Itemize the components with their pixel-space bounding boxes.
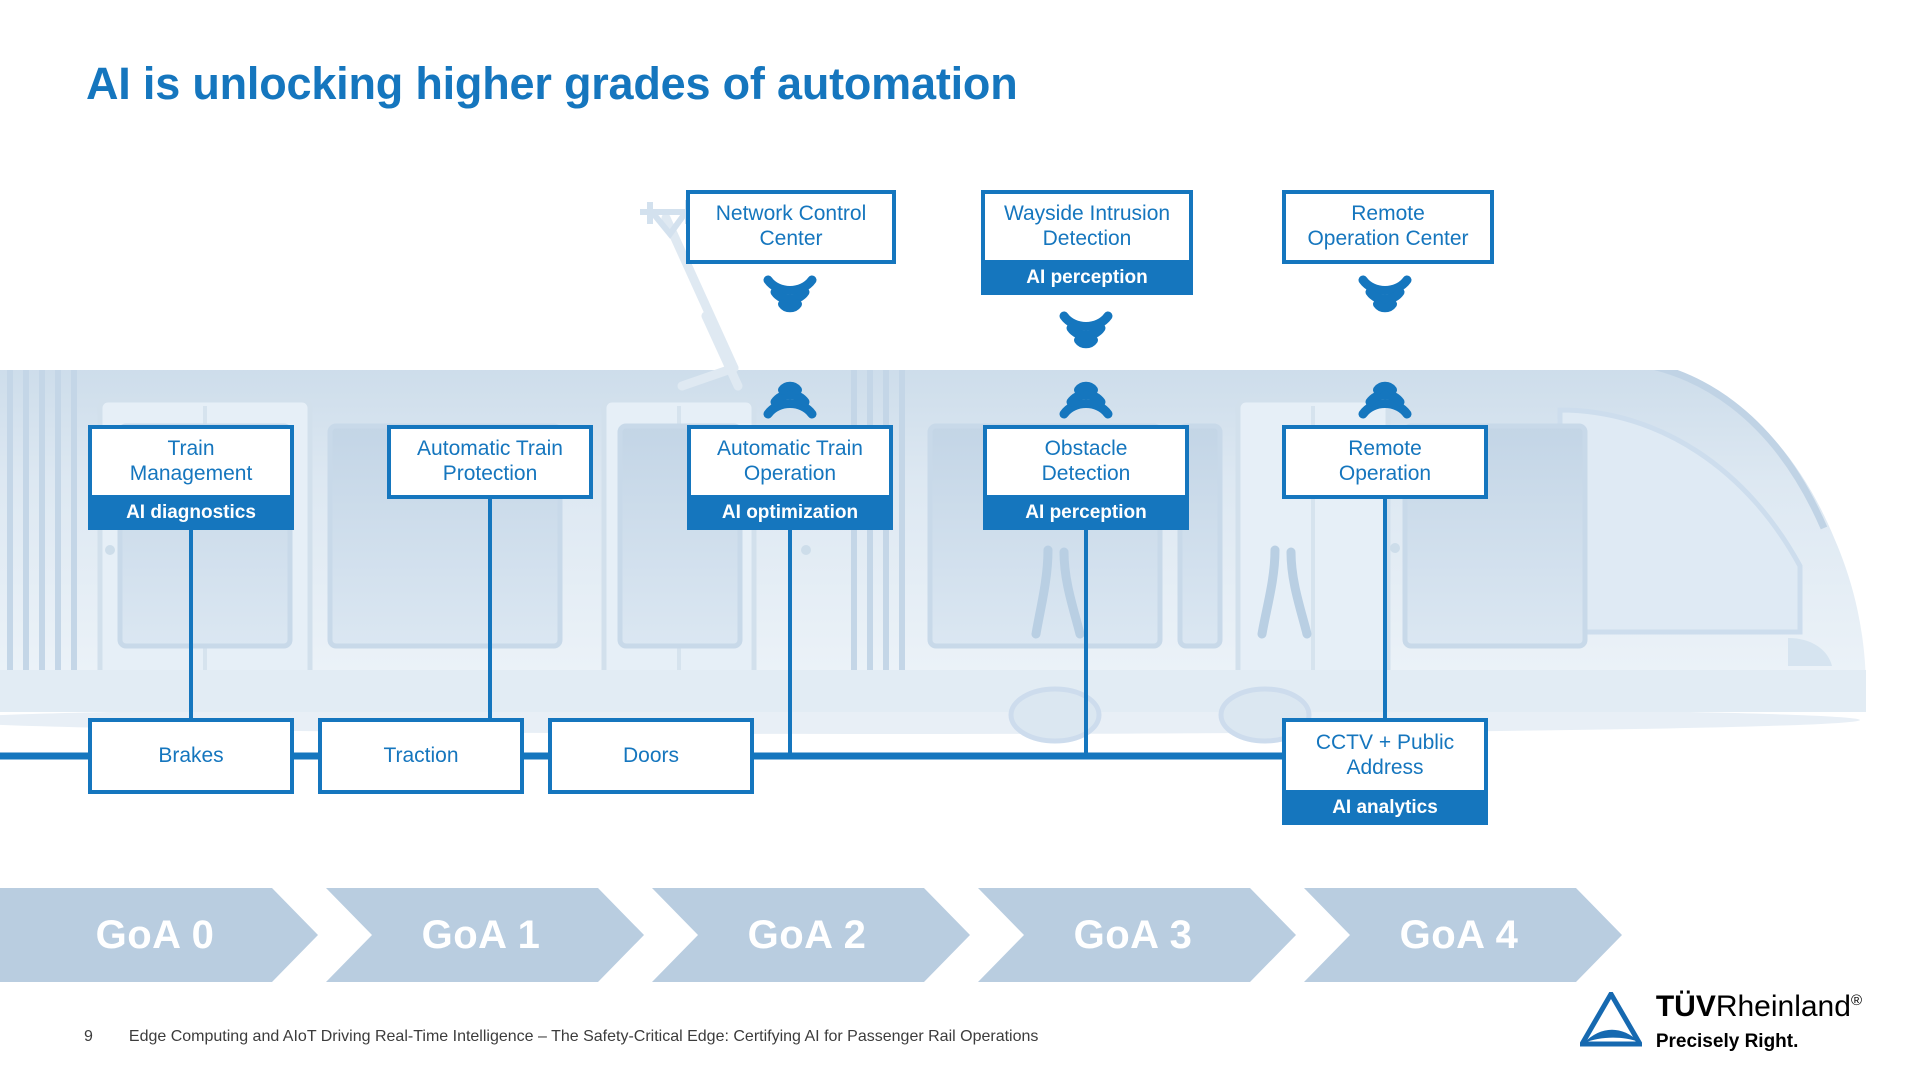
node-automatic-train-operation-label: Automatic Train Operation [687,425,893,499]
footer-text: Edge Computing and AIoT Driving Real-Tim… [128,1028,1039,1045]
badge-obstacle-detection: AI perception [983,499,1189,530]
goa-segment-3[interactable]: GoA 3 [978,888,1296,982]
goa-segment-4[interactable]: GoA 4 [1304,888,1622,982]
goa-progression-bar: GoA 0 GoA 1 GoA 2 GoA 3 GoA 4 [0,888,1622,982]
goa-segment-2-label: GoA 2 [747,912,867,957]
downlink-wifi-icon-network-control-center [760,272,820,316]
downlink-wifi-icon-wayside-intrusion-detection [1056,308,1116,352]
tuv-tagline: Precisely Right. [1655,1031,1799,1052]
node-remote-operation-label: Remote Operation [1282,425,1488,499]
node-network-control-center-label: Network Control Center [686,190,896,264]
node-doors[interactable]: Doors [548,718,754,794]
node-automatic-train-protection-label: Automatic Train Protection [387,425,593,499]
tuv-rheinland-logo: TÜVRheinland® Precisely Right. [1579,992,1862,1053]
node-brakes[interactable]: Brakes [88,718,294,794]
tuv-triangle-icon [1579,992,1642,1047]
node-train-management-label: Train Management [88,425,294,499]
node-wayside-intrusion-detection[interactable]: Wayside Intrusion Detection AI perceptio… [981,190,1193,295]
node-obstacle-detection-label: Obstacle Detection [983,425,1189,499]
node-automatic-train-operation[interactable]: Automatic Train Operation AI optimizatio… [687,425,893,530]
node-remote-operation-center[interactable]: Remote Operation Center [1282,190,1494,264]
uplink-wifi-icon-network-control-center [760,378,820,422]
footer: 9 Edge Computing and AIoT Driving Real-T… [84,1028,1038,1046]
uplink-wifi-icon-wayside-intrusion-detection [1056,378,1116,422]
goa-segment-4-label: GoA 4 [1399,912,1519,957]
goa-segment-1-label: GoA 1 [421,912,541,957]
badge-train-management: AI diagnostics [88,499,294,530]
node-train-management[interactable]: Train Management AI diagnostics [88,425,294,530]
badge-automatic-train-operation: AI optimization [687,499,893,530]
goa-segment-0[interactable]: GoA 0 [0,888,318,982]
node-wayside-intrusion-detection-label: Wayside Intrusion Detection [981,190,1193,264]
node-network-control-center[interactable]: Network Control Center [686,190,896,264]
page-title: AI is unlocking higher grades of automat… [86,58,1018,109]
badge-wayside-intrusion-detection: AI perception [981,264,1193,295]
registered-mark-icon: ® [1850,992,1862,1009]
node-doors-label: Doors [548,718,754,794]
node-remote-operation[interactable]: Remote Operation [1282,425,1488,499]
goa-segment-2[interactable]: GoA 2 [652,888,970,982]
goa-segment-1[interactable]: GoA 1 [326,888,644,982]
node-cctv-public-address-label: CCTV + Public Address [1282,718,1488,794]
node-obstacle-detection[interactable]: Obstacle Detection AI perception [983,425,1189,530]
node-traction[interactable]: Traction [318,718,524,794]
node-automatic-train-protection[interactable]: Automatic Train Protection [387,425,593,499]
downlink-wifi-icon-remote-operation-center [1355,272,1415,316]
node-cctv-public-address[interactable]: CCTV + Public Address AI analytics [1282,718,1488,825]
footer-page-number: 9 [84,1028,93,1045]
tuv-wordmark: TÜVRheinland® [1656,992,1862,1022]
uplink-wifi-icon-remote-operation-center [1355,378,1415,422]
node-brakes-label: Brakes [88,718,294,794]
goa-segment-3-label: GoA 3 [1073,912,1193,957]
node-remote-operation-center-label: Remote Operation Center [1282,190,1494,264]
tuv-brand-regular: Rheinland [1715,990,1851,1023]
badge-cctv-public-address: AI analytics [1282,794,1488,825]
goa-segment-0-label: GoA 0 [95,912,215,957]
node-traction-label: Traction [318,718,524,794]
tuv-brand-bold: TÜV [1655,990,1716,1023]
